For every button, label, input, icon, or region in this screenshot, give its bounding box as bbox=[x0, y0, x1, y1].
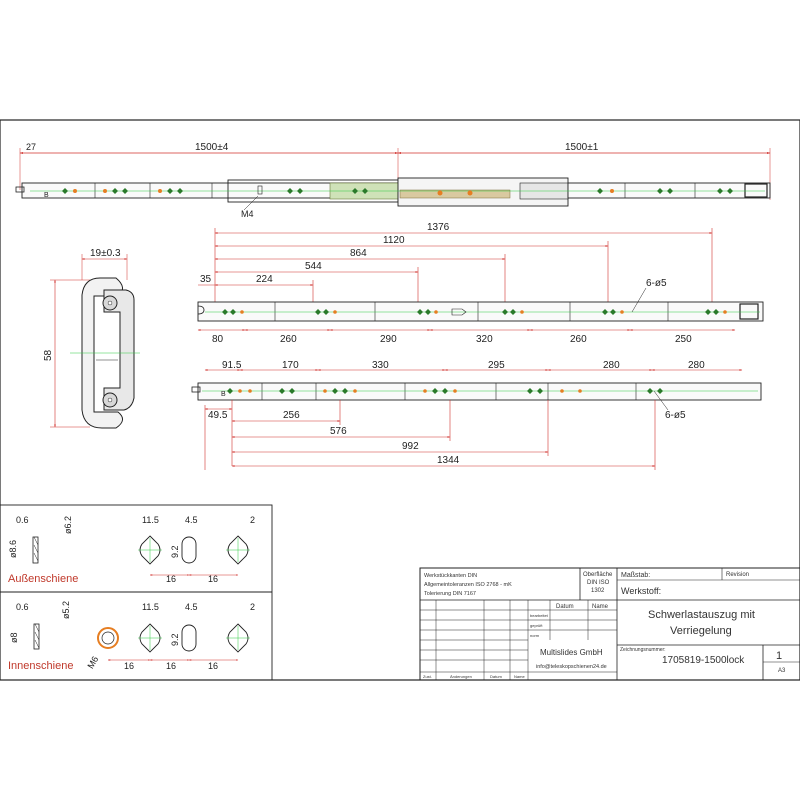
top-rail-assembly: 27 1500±4 1500±1 bbox=[15, 142, 771, 219]
outer-rail-detail: 0.6 ø6.2 ø8.6 11.5 4.5 2 9.2 16 16 Außen… bbox=[8, 515, 255, 585]
company-website: info@teleskopschienen24.de bbox=[536, 664, 607, 670]
dim-330: 330 bbox=[372, 360, 389, 371]
label-m4: M4 bbox=[241, 209, 254, 219]
hole-detail-box: 0.6 ø6.2 ø8.6 11.5 4.5 2 9.2 16 16 Außen… bbox=[0, 504, 273, 681]
d-inner-4-5: 4.5 bbox=[185, 602, 198, 612]
material-label: Werkstoff: bbox=[621, 586, 661, 596]
inner-rail-detail: 0.6 ø5.2 ø8 M6 11.5 4.5 2 9.2 16 16 16 I… bbox=[8, 601, 255, 672]
dim-250: 250 bbox=[675, 334, 692, 345]
datum-label: Datum bbox=[556, 604, 574, 610]
dim-80: 80 bbox=[212, 334, 224, 345]
footer-aenderungen: Änderungen bbox=[450, 674, 472, 679]
dim-320: 320 bbox=[476, 334, 493, 345]
dim-35: 35 bbox=[200, 274, 212, 285]
row-bearbeitet: bearbeitet bbox=[530, 613, 549, 618]
d-outer-4-5: 4.5 bbox=[185, 515, 198, 525]
d-outer-2: 2 bbox=[250, 515, 255, 525]
dim-1344: 1344 bbox=[437, 455, 460, 466]
name-label: Name bbox=[592, 604, 609, 610]
sheet-format: A3 bbox=[778, 668, 786, 674]
dim-91-5: 91.5 bbox=[222, 360, 242, 371]
company-name: Multislides GmbH bbox=[540, 648, 603, 657]
mark-b-top: B bbox=[44, 192, 49, 199]
surface-no: 1302 bbox=[591, 588, 605, 594]
dim-1500-4: 1500±4 bbox=[195, 142, 229, 153]
dim-170: 170 bbox=[282, 360, 299, 371]
dim-864: 864 bbox=[350, 248, 367, 259]
surface-label: Oberfläche bbox=[583, 572, 613, 578]
d-outer-o86: ø8.6 bbox=[8, 540, 18, 558]
d-outer-o62: ø6.2 bbox=[63, 516, 73, 534]
footer-zust: Zust. bbox=[423, 674, 432, 679]
dim-992: 992 bbox=[402, 441, 419, 452]
dim-49-5: 49.5 bbox=[208, 410, 228, 421]
outer-hole-label: 6-ø5 bbox=[665, 410, 686, 421]
d-inner-m6: M6 bbox=[85, 655, 100, 671]
revision-label: Revision bbox=[726, 572, 749, 578]
d-inner-o8: ø8 bbox=[9, 632, 19, 643]
d-outer-9-2: 9.2 bbox=[170, 545, 180, 558]
title-block: Werkstückkanten DIN Allgemeintoleranzen … bbox=[419, 567, 800, 681]
d-inner-16c: 16 bbox=[208, 661, 218, 671]
d-inner-9-2: 9.2 bbox=[170, 633, 180, 646]
outer-rail-label: Außenschiene bbox=[8, 573, 78, 585]
surface-std: DIN ISO bbox=[587, 580, 610, 586]
outer-rail-view: 91.5 170 330 295 280 280 B bbox=[191, 360, 762, 470]
drawing-no-label: Zeichnungsnummer: bbox=[620, 647, 666, 653]
dim-260a: 260 bbox=[280, 334, 297, 345]
d-outer-16b: 16 bbox=[208, 574, 218, 584]
profile-cross-section: 19±0.3 58 bbox=[43, 248, 140, 429]
dim-280b: 280 bbox=[688, 360, 705, 371]
drawing-title-1: Schwerlastauszug mit bbox=[648, 609, 755, 621]
d-outer-11-5: 11.5 bbox=[142, 515, 159, 525]
sheet-border bbox=[0, 119, 800, 681]
dim-1120: 1120 bbox=[383, 235, 405, 246]
row-geprueft: geprüft bbox=[530, 623, 543, 628]
dim-1376: 1376 bbox=[427, 222, 450, 233]
tol-line-3: Tolerierung DIN 7167 bbox=[424, 591, 476, 597]
inner-rail-label: Innenschiene bbox=[8, 660, 73, 672]
profile-height-dim: 58 bbox=[43, 349, 54, 361]
inner-rail-view: 1376 1120 864 544 224 35 bbox=[197, 222, 764, 345]
dim-260b: 260 bbox=[570, 334, 587, 345]
tol-line-1: Werkstückkanten DIN bbox=[424, 573, 477, 579]
dim-224: 224 bbox=[256, 274, 273, 285]
drawing-title-2: Verriegelung bbox=[670, 625, 732, 637]
d-inner-2: 2 bbox=[250, 602, 255, 612]
row-norm: norm bbox=[530, 633, 540, 638]
tol-line-2: Allgemeintoleranzen ISO 2768 - mK bbox=[424, 582, 512, 588]
d-outer-0-6: 0.6 bbox=[16, 515, 29, 525]
dim-290: 290 bbox=[380, 334, 397, 345]
scale-label: Maßstab: bbox=[621, 572, 650, 579]
dim-280a: 280 bbox=[603, 360, 620, 371]
footer-name: Name bbox=[514, 674, 525, 679]
inner-hole-label: 6-ø5 bbox=[646, 278, 667, 289]
dim-544: 544 bbox=[305, 261, 322, 272]
d-outer-16a: 16 bbox=[166, 574, 176, 584]
d-inner-16a: 16 bbox=[124, 661, 134, 671]
dim-256: 256 bbox=[283, 410, 300, 421]
d-inner-16b: 16 bbox=[166, 661, 176, 671]
footer-datum: Datum bbox=[490, 674, 502, 679]
drawing-number: 1705819-1500lock bbox=[662, 655, 745, 666]
d-inner-o52: ø5.2 bbox=[61, 601, 71, 619]
d-inner-0-6: 0.6 bbox=[16, 602, 29, 612]
sheet-number: 1 bbox=[776, 650, 782, 662]
dim-1500-1: 1500±1 bbox=[565, 142, 599, 153]
d-inner-11-5: 11.5 bbox=[142, 602, 159, 612]
dim-295: 295 bbox=[488, 360, 505, 371]
dim-27: 27 bbox=[26, 142, 36, 152]
mark-b-outer: B bbox=[221, 391, 226, 398]
dim-576: 576 bbox=[330, 426, 347, 437]
profile-width-dim: 19±0.3 bbox=[90, 248, 121, 259]
